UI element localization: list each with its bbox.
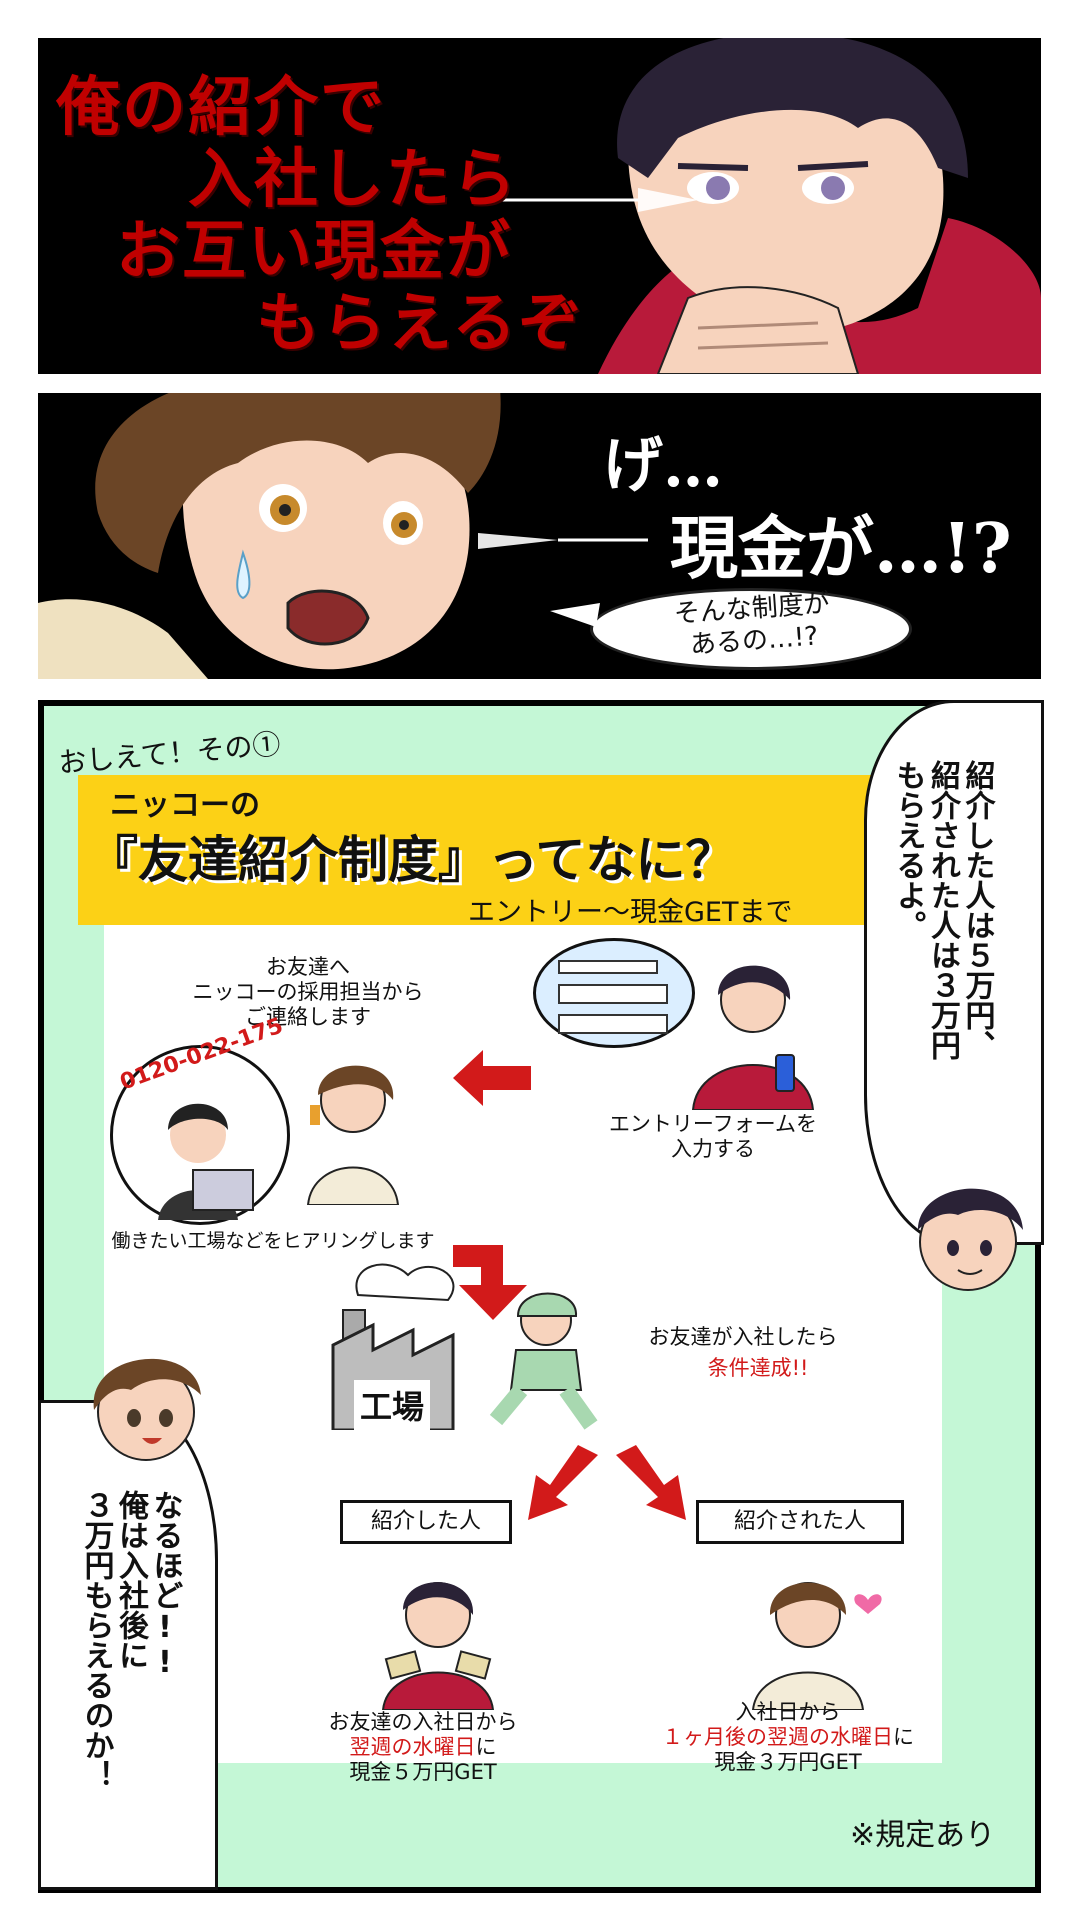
step-contact-text: お友達へ ニッコーの採用担当から ご連絡します: [158, 955, 458, 1031]
step-entry-line-1: エントリーフォームを: [608, 1112, 818, 1136]
banner-subtitle: エントリー～現金GETまで: [468, 897, 793, 928]
panel-2: げ… 現金が…!? そんな制度が あるの…!?: [38, 393, 1041, 679]
left-speech-line-1: なるほど!!: [147, 1490, 183, 1680]
step-contact-line-3: ご連絡します: [245, 1005, 371, 1030]
disclaimer-note: ※規定あり: [850, 1818, 996, 1853]
title-banner: [78, 775, 902, 925]
introducer-reward-line-3: 現金５万円GET: [349, 1760, 497, 1785]
entry-man-illustration: [691, 965, 815, 1110]
panel-1: 俺の紹介で 入社したら お互い現金が もらえるぞ: [38, 38, 1041, 374]
panel1-line-4: もらえるぞ: [256, 286, 585, 361]
introduced-label: 紹介された人: [696, 1500, 904, 1544]
form-field-1: [558, 960, 658, 974]
right-speech-bubble: [864, 700, 1044, 1245]
step-join-text: お友達が入社したら: [648, 1325, 838, 1349]
form-field-3: [558, 1014, 668, 1034]
introduced-reward-line-3: 現金３万円GET: [714, 1750, 862, 1775]
speech-bubble: [590, 588, 912, 670]
panel1-line-3: お互い現金が: [116, 214, 512, 289]
step-join-condition: 条件達成!!: [707, 1356, 809, 1380]
panel2-exclamation-1: げ…: [603, 431, 723, 501]
operator-illustration: [158, 1103, 254, 1220]
introduced-reward-date: １ヶ月後の翌週の水曜日: [662, 1725, 893, 1750]
introducer-reward-line-1: お友達の入社日から: [328, 1710, 518, 1734]
arrow-down-right-icon: [453, 1245, 527, 1320]
step-hearing-text: 働きたい工場などをヒアリングします: [111, 1230, 435, 1252]
introduced-cash-illustration: [751, 1582, 882, 1710]
right-speech-line-3: もらえるよ。: [890, 760, 926, 940]
introduced-reward-text: 入社日から １ヶ月後の翌週の水曜日に 現金３万円GET: [638, 1700, 938, 1776]
factory-label: 工場: [354, 1380, 431, 1430]
introducer-reward-particle: に: [475, 1735, 497, 1760]
introducer-reward-date: 翌週の水曜日: [349, 1735, 476, 1760]
arrow-down-right2-icon: [616, 1445, 686, 1520]
right-speech-line-2: 紹介された人は３万円: [925, 760, 960, 1060]
step-entry-text: エントリーフォームを 入力する: [578, 1112, 848, 1162]
left-speech-line-3: ３万円もらえるのか！: [78, 1490, 114, 1790]
introduced-reward-particle: に: [893, 1725, 914, 1750]
introducer-reward-line-2: 翌週の水曜日に: [298, 1735, 548, 1760]
panel1-line-2: 入社したら: [188, 142, 518, 217]
friend-phone-illustration: [306, 1065, 400, 1205]
dark-hair-man-head-illustration: [918, 1188, 1023, 1291]
introducer-cash-illustration: [381, 1582, 495, 1710]
step-contact-line-1: お友達へ: [266, 955, 350, 979]
form-field-2: [558, 984, 668, 1004]
right-speech-text: 紹介した人は５万円、 紹介された人は３万円 もらえるよ。: [890, 760, 995, 1230]
brown-hair-man-head-illustration: [93, 1358, 201, 1461]
panel2-exclamation-2: 現金が…!?: [670, 509, 1012, 589]
right-speech-line-1: 紹介した人は５万円、: [959, 760, 995, 1060]
brown-hair-man-illustration: [38, 393, 648, 679]
panel1-line-1: 俺の紹介で: [56, 70, 386, 145]
left-speech-text: なるほど!! 俺は入社後に ３万円もらえるのか！: [78, 1490, 183, 1870]
arrow-left-icon: [453, 1050, 531, 1106]
step-entry-line-2: 入力する: [671, 1137, 755, 1162]
left-speech-line-2: 俺は入社後に: [113, 1490, 148, 1670]
panel-3: おしえて！その① ニッコーの 『友達紹介制度』ってなに？ エントリー～現金GET…: [38, 700, 1044, 1893]
introduced-reward-line-1: 入社日から: [735, 1700, 841, 1724]
step-contact-line-2: ニッコーの採用担当から: [192, 980, 424, 1005]
introducer-reward-text: お友達の入社日から 翌週の水曜日に 現金５万円GET: [298, 1710, 548, 1786]
banner-small-title: ニッコーの: [110, 788, 260, 823]
running-worker-illustration: [489, 1292, 598, 1430]
speech-bubble-tail: [550, 603, 600, 627]
introduced-reward-line-2: １ヶ月後の翌週の水曜日に: [638, 1725, 938, 1750]
left-speech-bubble: [38, 1400, 218, 1890]
arrow-down-left-icon: [528, 1445, 598, 1520]
dark-hair-man-illustration: [498, 38, 1041, 374]
banner-main-title: 『友達紹介制度』ってなに？: [88, 831, 736, 889]
introducer-label: 紹介した人: [340, 1500, 512, 1544]
